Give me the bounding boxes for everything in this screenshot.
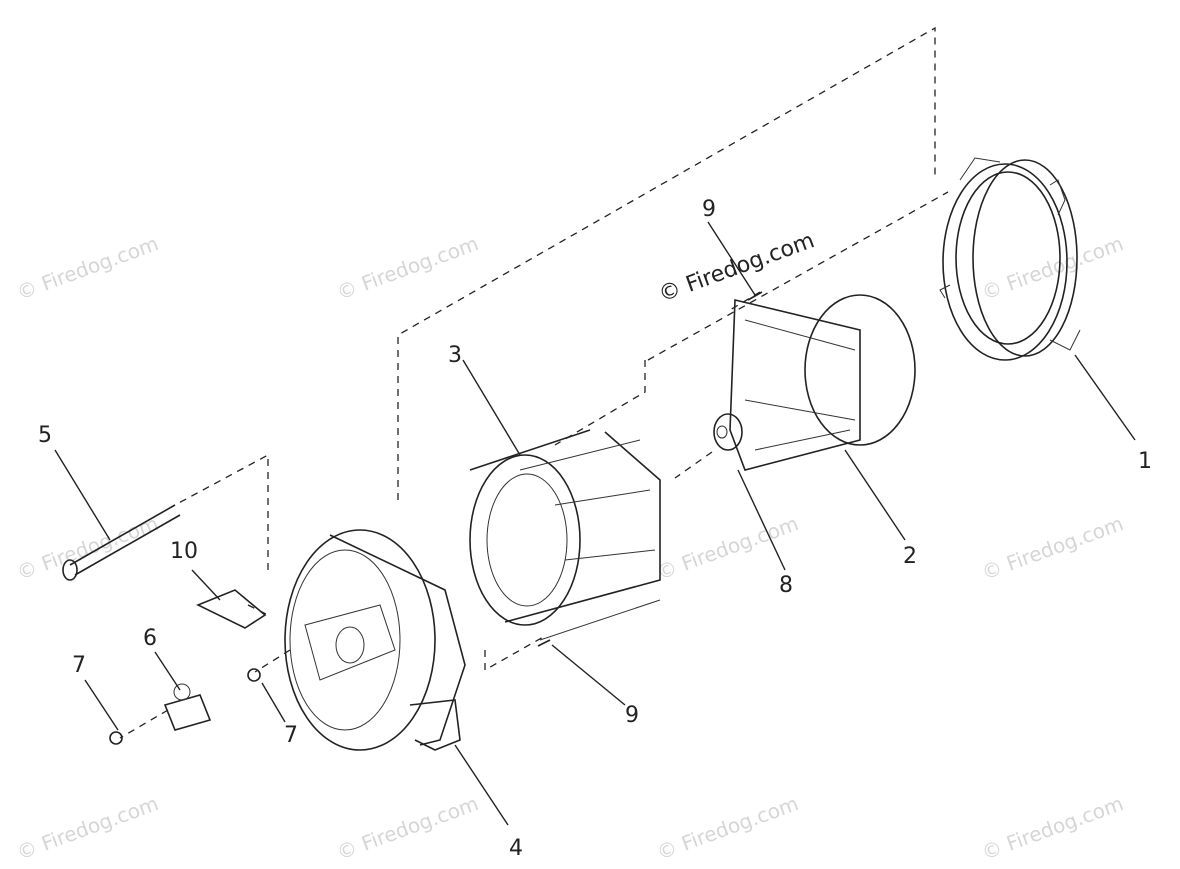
callouts: 1 2 3 4 5 6 7 7 8 9 9 10	[38, 197, 1152, 861]
part-5-bolt	[62, 504, 181, 581]
callout-6: 6	[143, 626, 157, 651]
main-watermark: © Firedog.com	[656, 228, 818, 307]
callout-9: 9	[702, 197, 716, 222]
callout-9: 9	[625, 703, 639, 728]
leader-lines	[54, 221, 1136, 826]
callout-8: 8	[779, 573, 793, 598]
watermark: © Firedog.com	[654, 791, 802, 864]
callout-10: 10	[170, 539, 198, 564]
watermark: © Firedog.com	[334, 231, 482, 304]
part-4-front-housing	[284, 529, 466, 751]
part-1-end-cover	[939, 157, 1081, 361]
callout-7: 7	[72, 653, 86, 678]
watermark: © Firedog.com	[979, 791, 1127, 864]
callout-4: 4	[509, 836, 523, 861]
part-3-stator	[469, 429, 661, 641]
callout-1: 1	[1138, 449, 1152, 474]
watermark: © Firedog.com	[14, 231, 162, 304]
watermark: © Firedog.com	[334, 791, 482, 864]
callout-3: 3	[448, 343, 462, 368]
callout-7: 7	[284, 723, 298, 748]
watermark: © Firedog.com	[979, 231, 1127, 304]
part-6-bracket	[163, 683, 212, 731]
part-9-pin	[537, 291, 763, 647]
callout-5: 5	[38, 423, 52, 448]
watermark: © Firedog.com	[979, 511, 1127, 584]
assembly-lines	[119, 26, 949, 739]
watermark: © Firedog.com	[14, 791, 162, 864]
part-10-pad	[196, 589, 267, 629]
part-7-screw	[109, 668, 261, 745]
part-2-rotor	[713, 294, 916, 471]
watermark: © Firedog.com	[14, 511, 162, 584]
callout-2: 2	[903, 544, 917, 569]
